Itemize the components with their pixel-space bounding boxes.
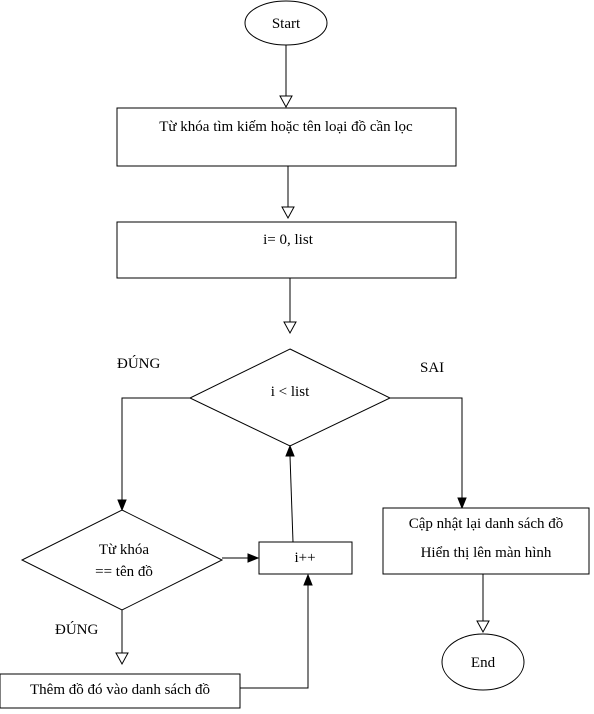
arrow-increment-to-loop [289, 455, 294, 543]
arrowhead-init-to-loop [283, 321, 297, 335]
end-label: End [471, 655, 496, 671]
arrowhead-start-to-input [279, 95, 293, 109]
loop-false-label: SAI [420, 360, 444, 376]
arrowhead-input-to-init [281, 206, 295, 220]
increment-process-box [258, 541, 353, 575]
increment-process-label: i++ [294, 550, 315, 566]
init-process-box [116, 221, 457, 279]
start-label: Start [272, 16, 301, 32]
match-condition-diamond [20, 509, 224, 611]
arrowhead-match-to-increment [247, 553, 260, 563]
loop-condition-label: i < list [271, 384, 310, 400]
arrow-loop-true [121, 397, 190, 500]
arrowhead-increment-to-loop [285, 444, 295, 457]
arrowhead-loop-false [457, 497, 467, 510]
add-item-process-box [0, 673, 241, 709]
match-condition-line1: Từ khóa [99, 542, 150, 558]
match-condition-line2: == tên đồ [95, 564, 153, 580]
end-terminator [441, 633, 525, 691]
update-process-line2: Hiển thị lên màn hình [421, 545, 552, 561]
arrowhead-match-true [115, 652, 129, 666]
arrow-loop-false [390, 397, 463, 498]
input-process-box [116, 107, 457, 167]
arrowhead-add-to-increment [303, 573, 313, 586]
arrowhead-update-to-end [476, 620, 490, 634]
arrowhead-loop-true [117, 499, 127, 512]
update-process-box [382, 507, 590, 575]
match-true-label: ĐÚNG [55, 621, 98, 638]
loop-true-label: ĐÚNG [117, 355, 160, 372]
init-process-label: i= 0, list [263, 232, 314, 248]
update-process-line1: Cập nhật lại danh sách đồ [409, 516, 564, 532]
input-process-label: Từ khóa tìm kiếm hoặc tên loại đồ cần lọ… [159, 119, 413, 135]
add-item-process-label: Thêm đồ đó vào danh sách đồ [30, 682, 210, 698]
arrow-add-to-increment [240, 585, 309, 689]
